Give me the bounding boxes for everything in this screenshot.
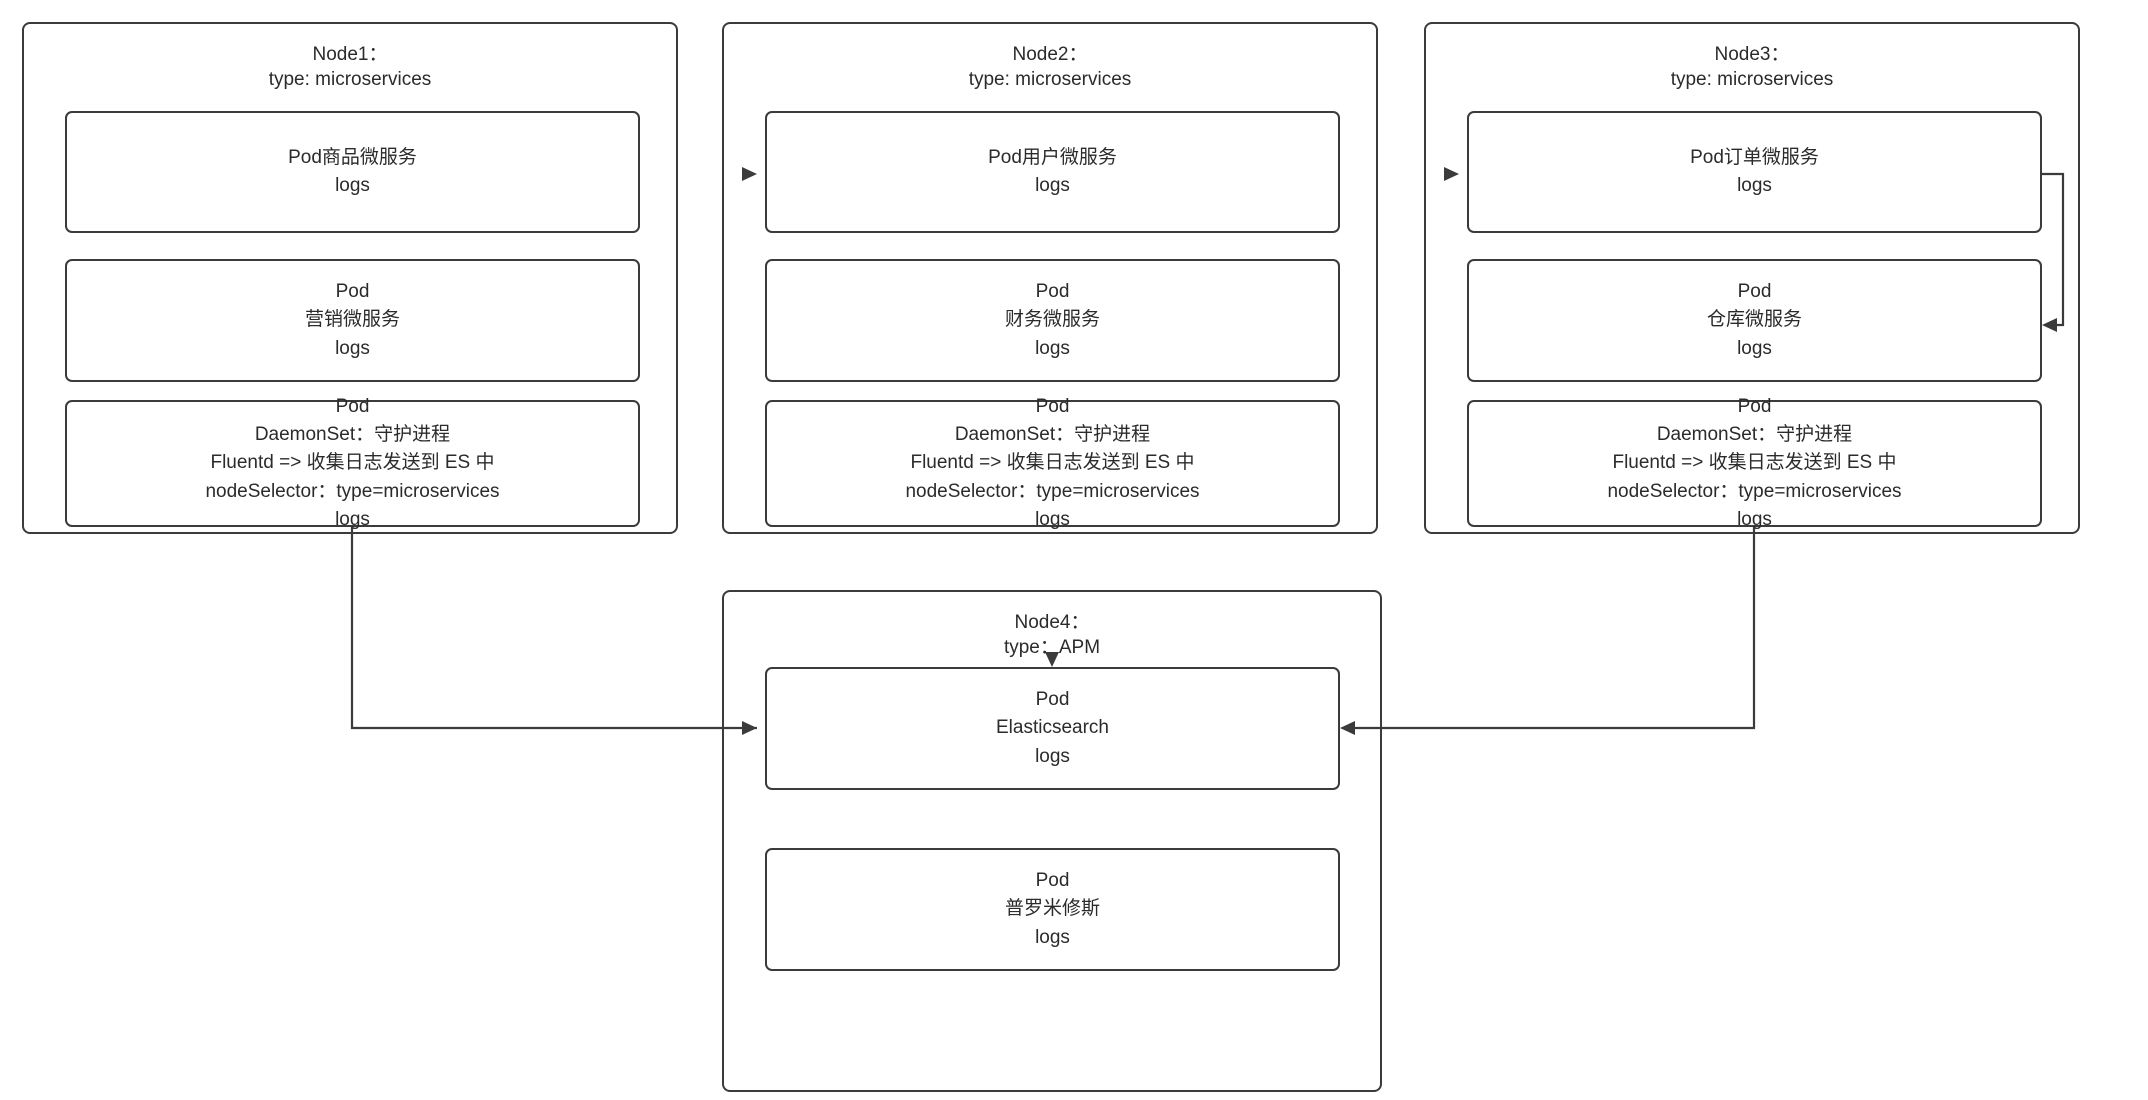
pod-label-node4-pod2: Pod 普罗米修斯 logs bbox=[1004, 870, 1100, 948]
pod-node2-caiwu[interactable]: Pod 财务微服务 logs bbox=[765, 259, 1340, 382]
pod-node4-prometheus[interactable]: Pod 普罗米修斯 logs bbox=[765, 848, 1340, 971]
pod-label-node1-pod3: Pod DaemonSet：守护进程 Fluentd => 收集日志发送到 ES… bbox=[205, 396, 500, 530]
pod-node1-yingxiao[interactable]: Pod 营销微服务 logs bbox=[65, 259, 640, 382]
edge-node3-daemonset-to-es bbox=[1340, 527, 1756, 735]
node-title-node3: Node3： type: microservices bbox=[1670, 44, 1834, 91]
pod-node3-cangku[interactable]: Pod 仓库微服务 logs bbox=[1467, 259, 2042, 382]
pod-label-node3-pod2: Pod 仓库微服务 logs bbox=[1706, 281, 1802, 359]
pod-label-node3-pod3: Pod DaemonSet：守护进程 Fluentd => 收集日志发送到 ES… bbox=[1607, 396, 1902, 530]
node-title-node4: Node4： type：APM bbox=[1003, 612, 1101, 659]
node-title-node1: Node1： type: microservices bbox=[268, 44, 432, 91]
pod-node4-elasticsearch[interactable]: Pod Elasticsearch logs bbox=[765, 667, 1340, 790]
pod-node1-daemonset[interactable]: Pod DaemonSet：守护进程 Fluentd => 收集日志发送到 ES… bbox=[65, 396, 640, 530]
node-container-node4[interactable]: Node4： type：APM bbox=[722, 590, 1382, 1092]
pod-label-node2-pod1: Pod用户微服务 logs bbox=[988, 146, 1117, 196]
pod-node2-daemonset[interactable]: Pod DaemonSet：守护进程 Fluentd => 收集日志发送到 ES… bbox=[765, 396, 1340, 530]
pod-label-node1-pod1: Pod商品微服务 logs bbox=[288, 146, 417, 196]
pod-label-node4-pod1: Pod Elasticsearch logs bbox=[996, 689, 1109, 767]
pod-node2-yonghu[interactable]: Pod用户微服务 logs bbox=[765, 111, 1340, 233]
pod-node3-daemonset[interactable]: Pod DaemonSet：守护进程 Fluentd => 收集日志发送到 ES… bbox=[1467, 396, 2042, 530]
pod-label-node2-pod3: Pod DaemonSet：守护进程 Fluentd => 收集日志发送到 ES… bbox=[905, 396, 1200, 530]
pod-label-node1-pod2: Pod 营销微服务 logs bbox=[304, 281, 400, 359]
pod-node3-dingdan[interactable]: Pod订单微服务 logs bbox=[1467, 111, 2042, 233]
edge-node1-daemonset-to-es bbox=[350, 527, 757, 735]
pod-label-node3-pod1: Pod订单微服务 logs bbox=[1690, 146, 1819, 196]
node-title-node2: Node2： type: microservices bbox=[968, 44, 1132, 91]
pod-label-node2-pod2: Pod 财务微服务 logs bbox=[1004, 281, 1100, 359]
pod-node1-shangpin[interactable]: Pod商品微服务 logs bbox=[65, 111, 640, 233]
